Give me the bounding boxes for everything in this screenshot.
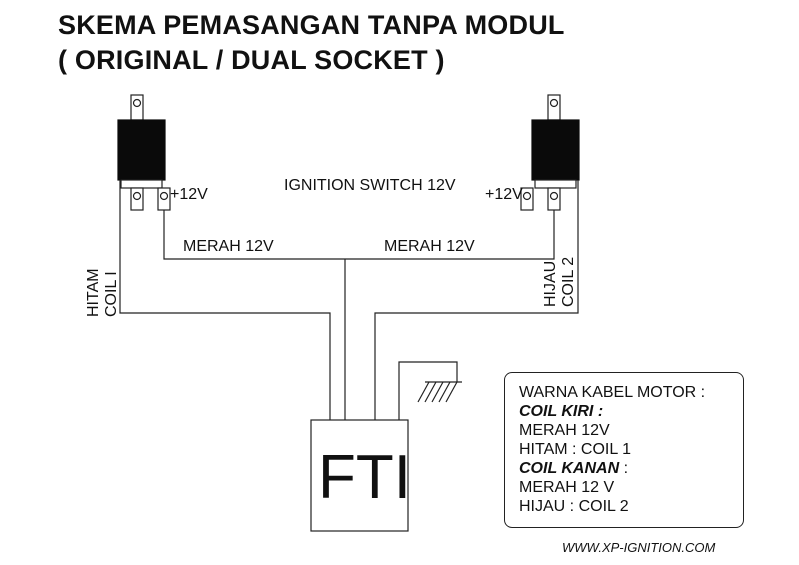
wires	[119, 180, 579, 420]
hitam-label: HITAM	[85, 268, 102, 317]
right-coil-body	[531, 119, 580, 181]
left-coil-body	[117, 119, 166, 181]
legend-heading: WARNA KABEL MOTOR :	[519, 384, 706, 401]
plus12v-left-label: +12V	[170, 186, 208, 203]
plus12v-right-label: +12V	[485, 186, 523, 203]
hijau-label: HIJAU	[542, 261, 559, 307]
website-link[interactable]: WWW.XP-IGNITION.COM	[562, 540, 716, 555]
legend-coil-kanan-row: COIL KANAN :	[519, 459, 743, 478]
legend-coil-kanan-merah: MERAH 12 V	[519, 479, 615, 496]
legend-coil-kiri-merah: MERAH 12V	[519, 422, 610, 439]
coil2-label: COIL 2	[560, 257, 577, 307]
fti-label: FTI	[318, 443, 411, 512]
ground-icon	[417, 381, 462, 403]
ignition-switch-label: IGNITION SWITCH 12V	[284, 177, 456, 194]
right-coil-connector	[520, 94, 580, 211]
legend-coil-kanan-hijau: HIJAU : COIL 2	[519, 498, 629, 515]
merah-right-label: MERAH 12V	[384, 238, 475, 255]
diagram-title: SKEMA PEMASANGAN TANPA MODUL	[58, 10, 565, 40]
legend-coil-kiri-hitam: HITAM : COIL 1	[519, 441, 632, 458]
merah-left-label: MERAH 12V	[183, 238, 274, 255]
legend-coil-kiri-label: COIL KIRI :	[519, 403, 604, 420]
diagram-subtitle: ( ORIGINAL / DUAL SOCKET )	[58, 45, 445, 75]
legend-coil-kanan-label: COIL KANAN	[519, 460, 620, 477]
coil1-label: COIL I	[103, 271, 120, 317]
wire-color-legend: WARNA KABEL MOTOR : COIL KIRI : MERAH 12…	[504, 372, 744, 528]
left-coil-connector	[117, 94, 171, 211]
fti-box	[310, 419, 409, 532]
legend-coil-kanan-colon: :	[619, 460, 629, 477]
